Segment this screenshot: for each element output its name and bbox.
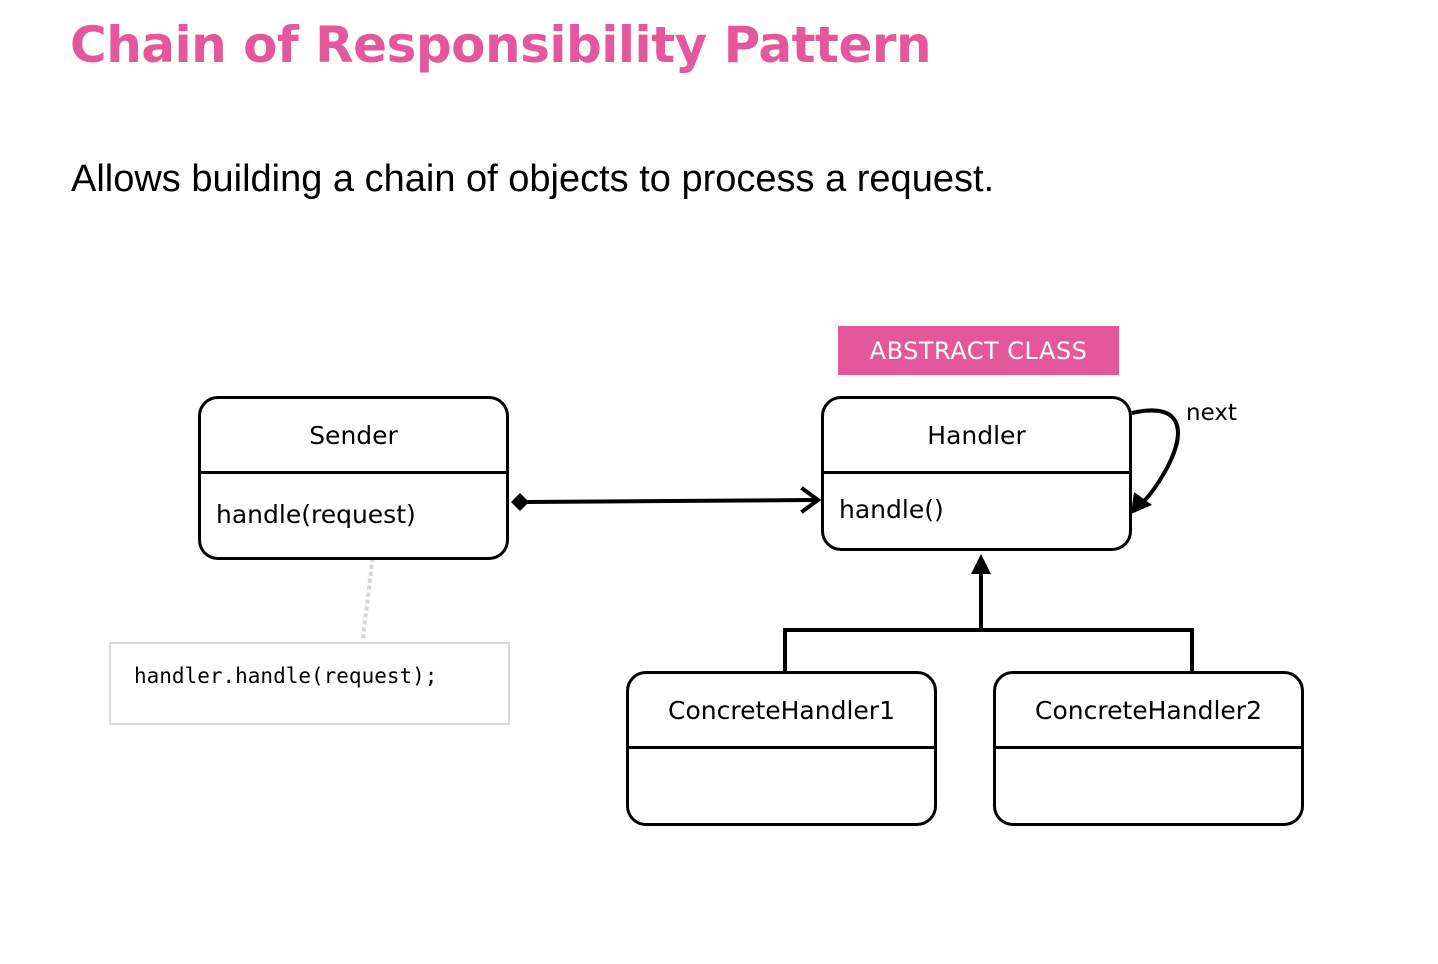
abstract-class-badge: ABSTRACT CLASS	[838, 326, 1119, 375]
handler-class-box: Handler handle()	[821, 396, 1132, 551]
handler-method: handle()	[839, 495, 944, 524]
concrete-handler-2-class-box: ConcreteHandler2	[993, 671, 1304, 826]
page-title: Chain of Responsibility Pattern	[70, 16, 932, 74]
inheritance-arrowhead-icon	[971, 554, 991, 574]
next-self-link-curve	[1131, 408, 1180, 509]
next-link-label: next	[1186, 400, 1237, 426]
concrete-handler-1-class-box: ConcreteHandler1	[626, 671, 937, 826]
concrete-handler-2-class-name: ConcreteHandler2	[996, 674, 1301, 749]
aggregation-diamond-icon	[511, 493, 529, 511]
sender-class-box: Sender handle(request)	[198, 396, 509, 560]
next-arrowhead-icon	[1131, 492, 1152, 514]
page-subtitle: Allows building a chain of objects to pr…	[71, 158, 995, 200]
concrete-handler-1-methods	[629, 749, 934, 820]
inheritance-branch-line	[783, 628, 1194, 671]
handler-class-name: Handler	[824, 399, 1129, 474]
sender-method: handle(request)	[216, 499, 416, 529]
sender-handler-association-line	[525, 498, 816, 504]
code-note: handler.handle(request);	[109, 642, 510, 725]
concrete-handler-2-methods	[996, 749, 1301, 820]
open-arrowhead-icon	[800, 486, 822, 514]
sender-class-name: Sender	[201, 399, 506, 474]
concrete-handler-1-class-name: ConcreteHandler1	[629, 674, 934, 749]
